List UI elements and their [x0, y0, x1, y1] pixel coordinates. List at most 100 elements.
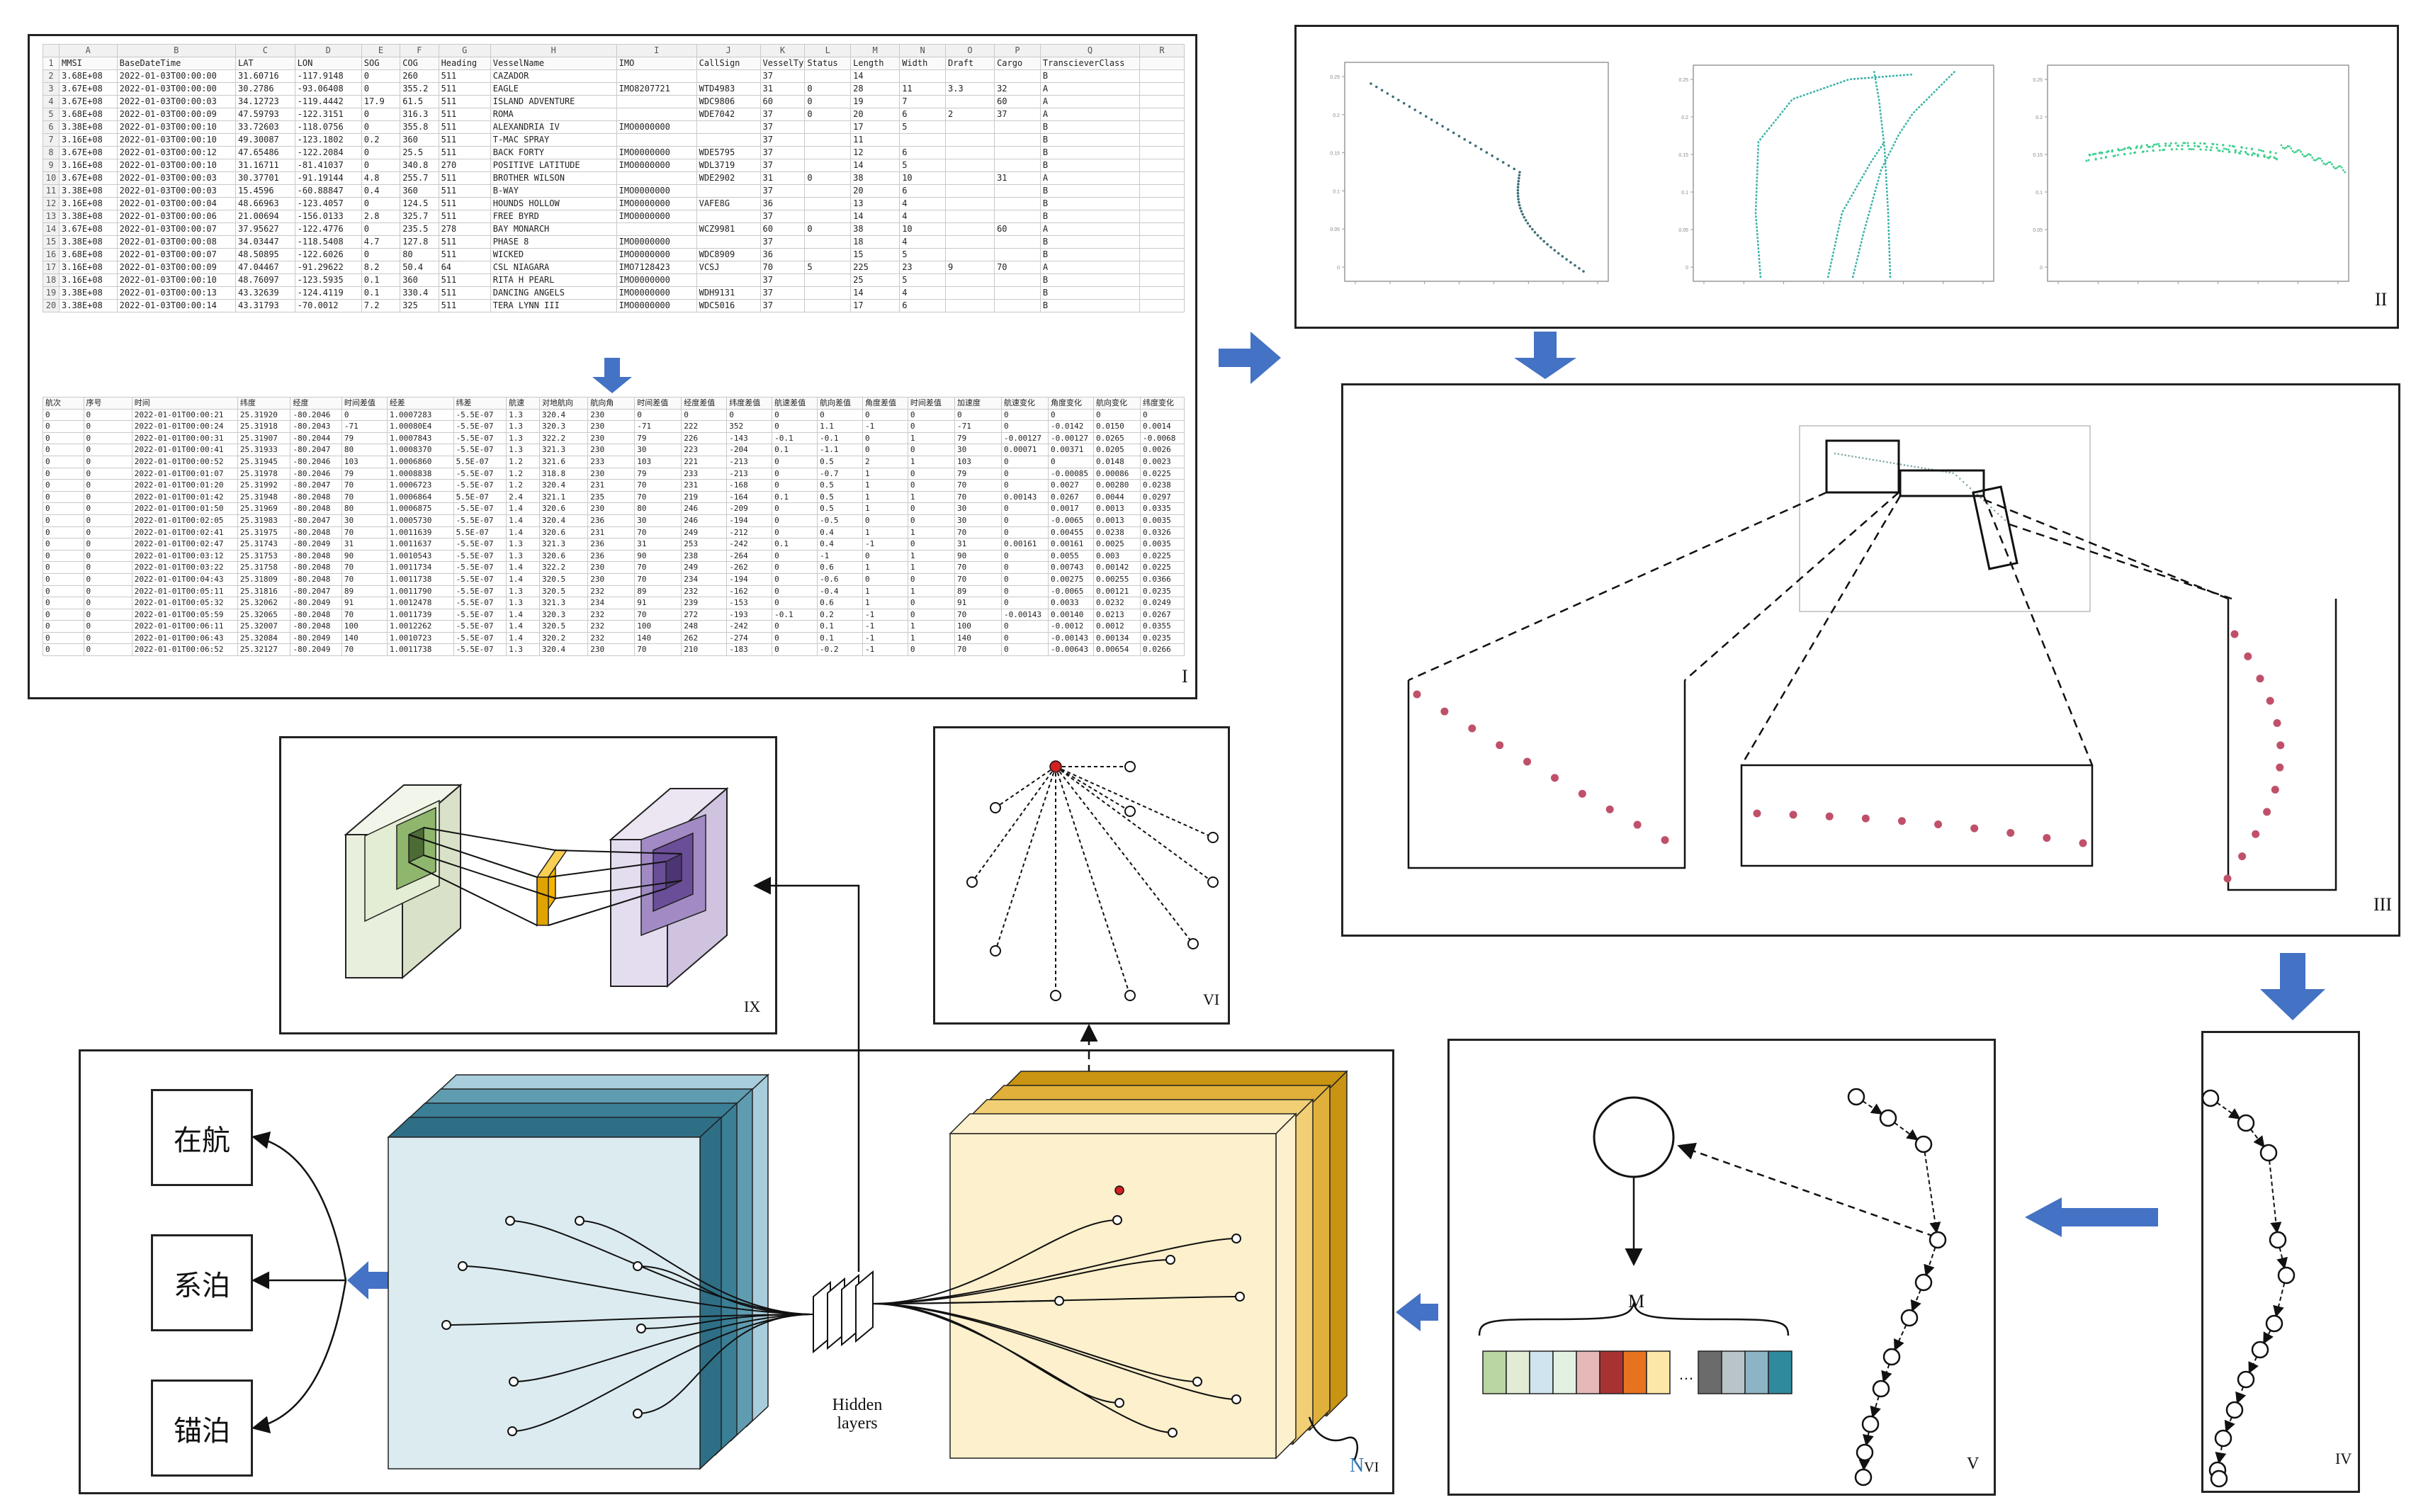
flow-arrow-v-to-gnn — [1396, 1293, 1438, 1331]
trajectory-point — [1513, 167, 1516, 171]
trajectory-line — [1754, 73, 1914, 278]
overview-point — [1924, 467, 1926, 470]
trajectory-point — [1501, 161, 1505, 164]
table-cell: 0.0017 — [1048, 502, 1094, 515]
trajectory-point — [2129, 147, 2132, 150]
table-cell: 511 — [438, 197, 491, 210]
trajectory-point — [2210, 146, 2213, 149]
table-cell: 320.6 — [539, 526, 589, 539]
trajectory-point — [1582, 270, 1585, 273]
row-number: 3 — [43, 82, 60, 96]
table-cell: 20 — [850, 108, 900, 121]
trajectory-point — [2140, 146, 2142, 149]
table-cell: 7.2 — [361, 299, 401, 312]
plot-frame-underway — [1344, 62, 1609, 282]
trajectory-point — [2100, 157, 2103, 159]
star-leaf-node — [1124, 806, 1136, 817]
column-header: 航向差值 — [817, 397, 863, 410]
trajectory-point — [2301, 153, 2304, 156]
table-cell: -0.7 — [817, 467, 863, 480]
trajectory-point — [2228, 151, 2230, 154]
table-cell: -122.2084 — [294, 146, 362, 159]
table-cell: 2022-01-03T00:00:06 — [116, 210, 236, 223]
trajectory-point — [2181, 145, 2184, 147]
panel-iii-zoom-views — [1407, 599, 2337, 891]
trajectory-point — [2257, 153, 2259, 156]
trajectory-point — [1474, 145, 1477, 147]
gnn-red-node — [1114, 1185, 1124, 1195]
table-cell: -0.00127 — [1048, 431, 1094, 445]
table-cell: 140 — [954, 631, 1003, 645]
sample-point — [1468, 724, 1476, 733]
v-node — [1914, 1135, 1933, 1153]
row-number: 5 — [43, 108, 60, 121]
gnn-node-right — [1054, 1296, 1064, 1306]
column-header: VesselType — [760, 57, 806, 70]
table-cell: 0.0027 — [1048, 479, 1094, 492]
gnn-node-left — [633, 1261, 643, 1271]
trajectory-point — [2298, 149, 2300, 152]
table-cell: 70 — [954, 643, 1003, 657]
trajectory-point — [1518, 203, 1521, 207]
trajectory-point — [2159, 149, 2162, 152]
m-cell — [1529, 1350, 1554, 1394]
gnn-output-stack — [387, 1073, 769, 1470]
v-node — [1929, 1231, 1947, 1249]
trajectory-point — [2247, 153, 2249, 156]
trajectory-point — [2280, 144, 2283, 147]
table-cell: 140 — [341, 631, 388, 645]
gnn-edge-right — [872, 1238, 1237, 1304]
v-node — [1879, 1109, 1897, 1127]
trajectory-point — [2174, 142, 2177, 145]
overview-point — [1990, 506, 1992, 509]
table-cell: 3.16E+08 — [59, 159, 118, 172]
trajectory-point — [2274, 157, 2276, 159]
m-cell — [1721, 1350, 1746, 1394]
m-cell — [1552, 1350, 1577, 1394]
row-number: 7 — [43, 133, 60, 147]
table-cell: 511 — [438, 299, 491, 312]
table-cell: -162 — [726, 585, 773, 598]
table-cell: 2.4 — [506, 490, 541, 504]
table-cell: 89 — [954, 585, 1003, 598]
trajectory-point — [2222, 144, 2225, 147]
table-cell: 2022-01-01T00:00:21 — [131, 408, 238, 422]
table-cell: WDC9806 — [696, 95, 761, 108]
panel-label-v: V — [1967, 1455, 1980, 1473]
trajectory-point — [2087, 159, 2090, 162]
trajectory-point — [2310, 154, 2312, 157]
table-cell: 5.5E-07 — [453, 526, 507, 539]
column-header: 对地航向 — [539, 397, 589, 410]
sample-point — [2244, 652, 2252, 660]
trajectory-point — [2234, 151, 2237, 154]
row-number: 4 — [43, 95, 60, 108]
v-node — [1882, 1348, 1901, 1366]
table-cell: -80.2048 — [290, 502, 342, 515]
trajectory-point — [1469, 141, 1472, 145]
trajectory-point — [2117, 147, 2120, 150]
zoom-box-3 — [1972, 485, 2018, 570]
trajectory-point — [2212, 143, 2215, 146]
gnn-edge-right — [872, 1303, 1173, 1433]
trajectory-point — [1561, 254, 1564, 258]
row-number: 20 — [43, 299, 60, 312]
trajectory-point — [1419, 111, 1422, 115]
trajectory-point — [2300, 150, 2303, 153]
star-leaf-node — [1207, 876, 1219, 888]
iv-node — [2237, 1370, 2255, 1389]
trajectory-point — [2240, 150, 2242, 153]
conv-kernel — [536, 848, 568, 927]
panel-iii-zoom-lines — [1408, 491, 2232, 766]
table-cell: -164 — [726, 490, 773, 504]
column-header: 航速差值 — [772, 397, 818, 410]
table-cell: -91.19144 — [294, 171, 362, 185]
table-cell: 2022-01-03T00:00:00 — [116, 69, 236, 83]
overview-point — [1948, 471, 1950, 474]
trajectory-point — [2221, 149, 2224, 152]
table-cell: 0.00086 — [1092, 467, 1141, 480]
trajectory-point — [2193, 142, 2196, 145]
trajectory-point — [2206, 146, 2208, 149]
